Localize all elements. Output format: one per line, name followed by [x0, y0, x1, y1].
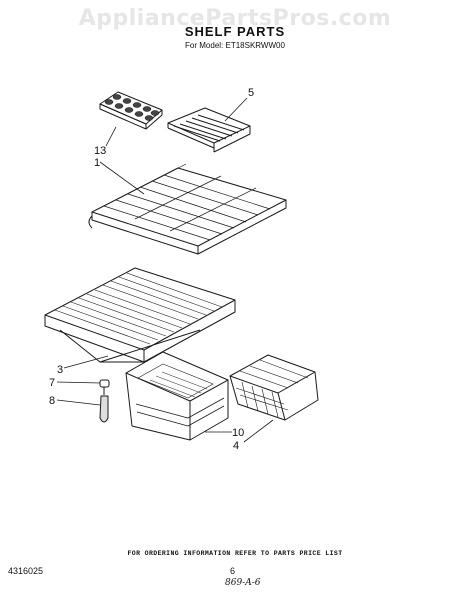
callout-7: 7	[49, 377, 56, 389]
callout-5: 5	[248, 87, 255, 99]
callout-1: 1	[94, 157, 101, 169]
callout-4: 4	[233, 440, 240, 452]
callout-8: 8	[49, 395, 56, 407]
ordering-info-note: FOR ORDERING INFORMATION REFER TO PARTS …	[127, 550, 343, 557]
callout-3: 3	[57, 364, 64, 376]
page-title: SHELF PARTS	[184, 24, 286, 39]
page-number: 6	[230, 566, 236, 576]
callout-10: 10	[232, 427, 245, 439]
crisper-drawer-part	[125, 351, 229, 441]
ice-tray-part	[99, 91, 163, 130]
shelf-support-parts	[99, 379, 110, 423]
watermark: AppliancePartsPros.com	[78, 6, 392, 31]
upper-wire-shelf-part	[88, 163, 287, 255]
small-wire-shelf-part	[167, 107, 251, 153]
wire-basket-part	[229, 354, 319, 421]
callout-13: 13	[94, 145, 107, 157]
handwritten-note: 869-A-6	[225, 578, 261, 588]
leader-lines	[56, 97, 274, 443]
document-number: 4316025	[8, 566, 44, 576]
model-subtitle: For Model: ET18SKRWW00	[185, 41, 285, 50]
lower-shelf-part	[44, 267, 236, 363]
